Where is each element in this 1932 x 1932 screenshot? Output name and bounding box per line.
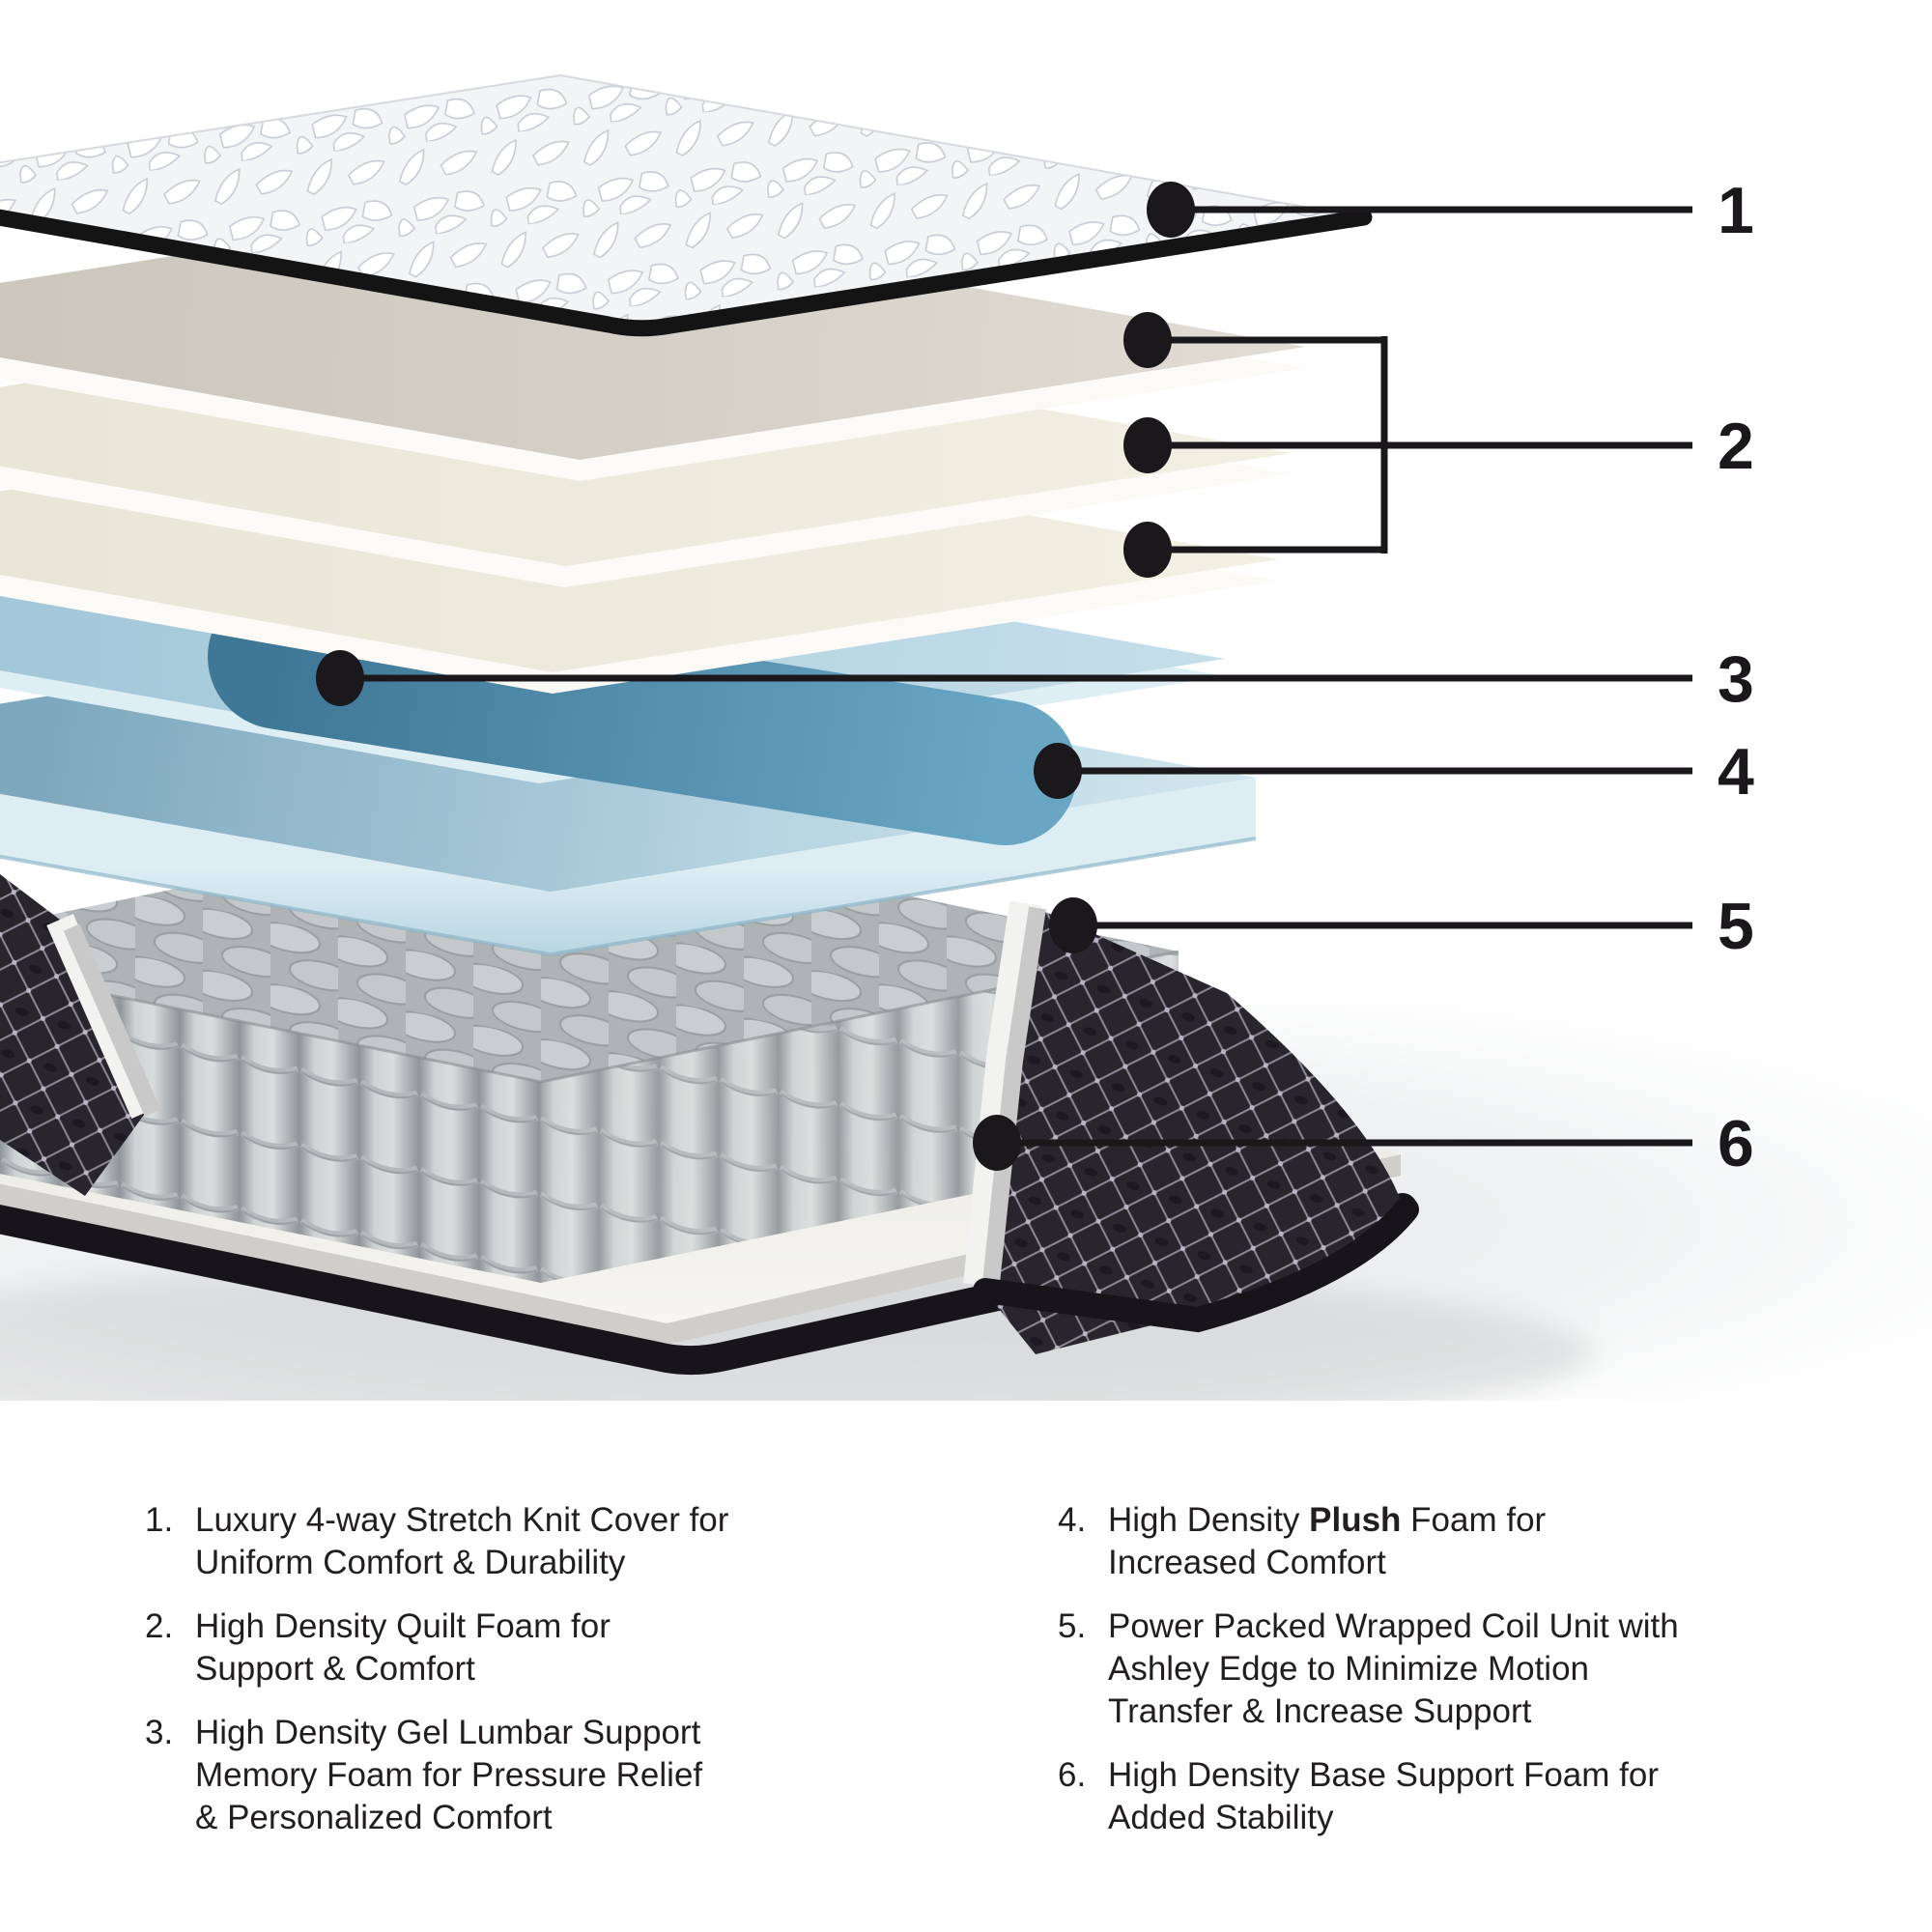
callout-dot-3 [316, 650, 364, 706]
legend-item-number: 1. [145, 1501, 174, 1539]
legend-item-number: 3. [145, 1714, 174, 1751]
callout-4: 4 [1034, 735, 1754, 809]
legend-item-number: 4. [1058, 1501, 1087, 1539]
callout-number-3: 3 [1718, 642, 1754, 716]
callout-6: 6 [973, 1107, 1754, 1180]
callout-number-4: 4 [1718, 735, 1754, 809]
legend-item-number: 5. [1058, 1607, 1087, 1645]
cover-shell-right [963, 900, 1419, 1354]
callout-dot-4 [1034, 743, 1082, 799]
callout-number-2: 2 [1718, 410, 1754, 483]
legend-item-number: 2. [145, 1607, 174, 1645]
cover-shell-left [0, 874, 161, 1196]
callout-dot-6 [973, 1115, 1021, 1171]
callout-5: 5 [1049, 890, 1754, 963]
exploded-mattress-diagram: 1 2 3 4 5 6 [0, 73, 1932, 1401]
callout-1: 1 [1147, 174, 1754, 247]
legend-item-number: 6. [1058, 1756, 1087, 1794]
callout-dot-5 [1049, 897, 1097, 953]
layer-knit-cover [0, 73, 1373, 337]
callout-3: 3 [316, 642, 1754, 716]
callout-dot-1 [1147, 182, 1195, 238]
callout-2: 2 [1123, 312, 1754, 578]
callout-number-5: 5 [1718, 890, 1754, 963]
callout-number-6: 6 [1718, 1107, 1754, 1180]
callout-number-1: 1 [1718, 174, 1754, 247]
